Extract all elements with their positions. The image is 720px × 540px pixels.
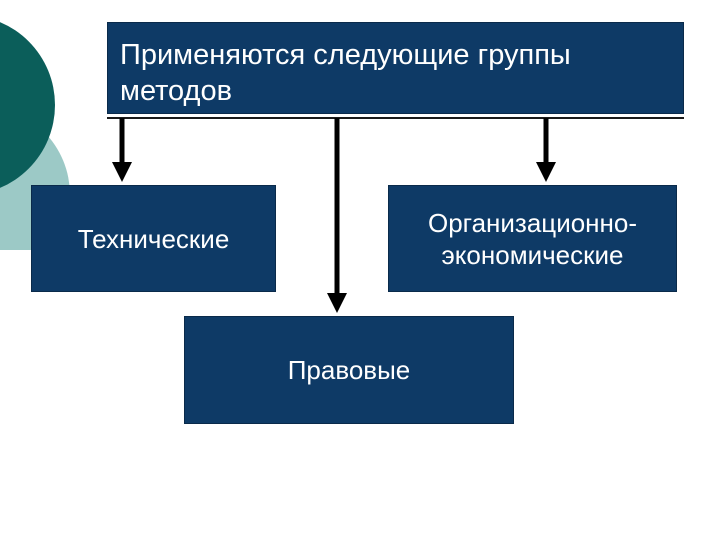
group-organizational-line-2: экономические (441, 239, 624, 270)
group-legal-label: Правовые (287, 355, 411, 385)
group-organizational-label: Организационно- экономические (428, 207, 637, 271)
dark-teal-circle (0, 22, 55, 188)
group-organizational-economic: Организационно- экономические (388, 185, 677, 292)
group-technical-label: Технические (77, 223, 230, 254)
group-organizational-line-1: Организационно- (427, 207, 638, 238)
group-technical: Технические (31, 185, 276, 292)
white-edge-mask (0, 250, 40, 540)
title-underline (107, 117, 684, 119)
diagram-title-text: Применяются следующие группы методов (120, 39, 571, 107)
group-legal: Правовые (184, 316, 514, 424)
diagram-title: Применяются следующие группы методов (107, 22, 684, 114)
